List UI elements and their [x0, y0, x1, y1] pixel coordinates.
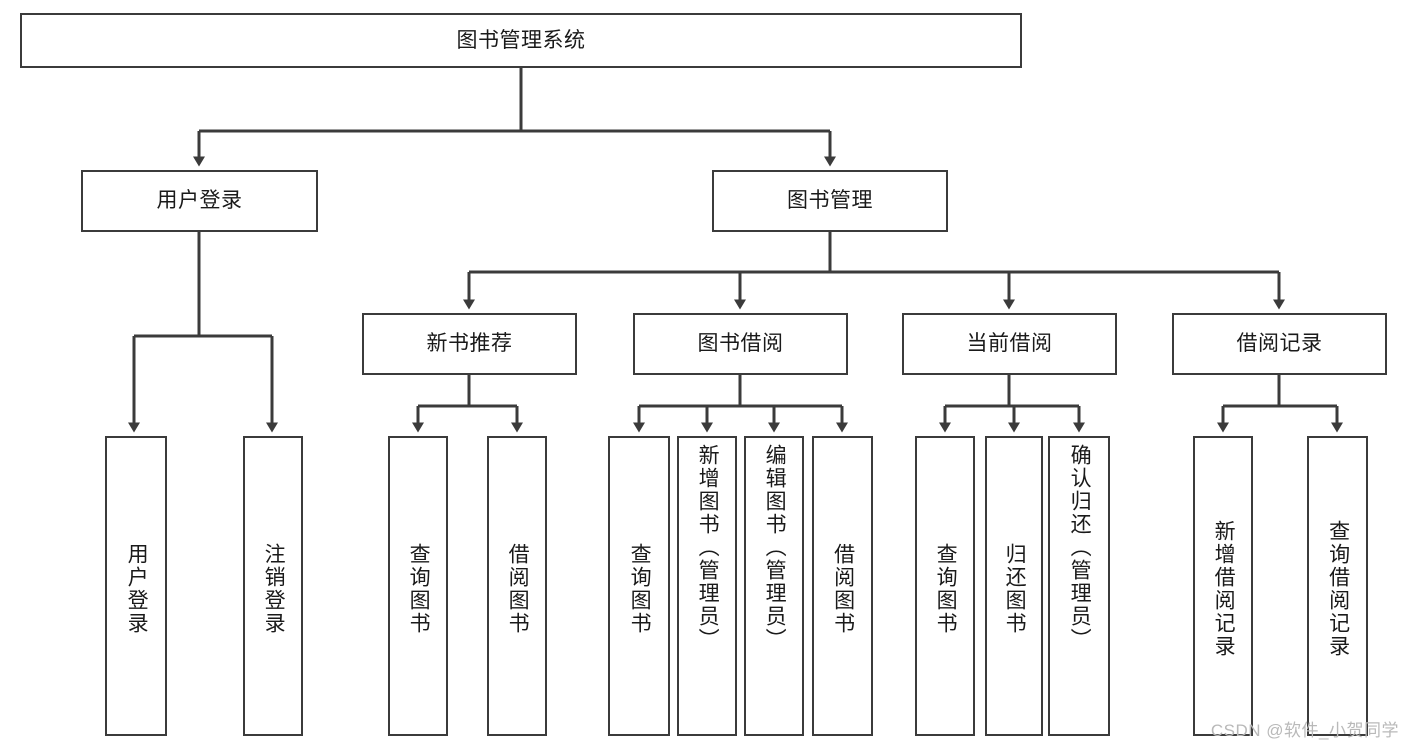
vertical-text-wrap: 查询图书: [931, 444, 959, 734]
vertical-text-wrap: 查询图书: [625, 444, 653, 734]
vertical-text-wrap: 借阅图书: [503, 444, 531, 734]
node-root-label: 图书管理系统: [456, 28, 586, 52]
node-leaf-query-book-current[interactable]: 查询图书: [915, 436, 975, 736]
vertical-text-wrap: 用户登录: [122, 444, 150, 734]
node-leaf-return-book-label: 归还图书: [1003, 543, 1027, 635]
node-leaf-edit-book-label: 编辑图书（管理员）: [763, 444, 787, 651]
node-leaf-borrow-book-rec-label: 借阅图书: [506, 543, 530, 635]
node-leaf-return-book[interactable]: 归还图书: [985, 436, 1043, 736]
node-new-book-rec-label: 新书推荐: [426, 332, 513, 356]
node-leaf-query-book-borrow[interactable]: 查询图书: [608, 436, 670, 736]
node-leaf-add-book[interactable]: 新增图书（管理员）: [677, 436, 737, 736]
vertical-text-wrap: 查询图书: [404, 444, 432, 734]
node-leaf-logout-label: 注销登录: [262, 543, 286, 635]
node-leaf-query-book-borrow-label: 查询图书: [628, 543, 652, 635]
node-leaf-user-login-label: 用户登录: [125, 543, 149, 635]
node-new-book-rec[interactable]: 新书推荐: [362, 313, 577, 375]
node-leaf-confirm-return-label: 确认归还（管理员）: [1068, 444, 1092, 651]
vertical-text-wrap: 归还图书: [1000, 444, 1028, 734]
node-book-manage-label: 图书管理: [787, 189, 873, 213]
node-leaf-query-record[interactable]: 查询借阅记录: [1307, 436, 1368, 736]
vertical-text-wrap: 注销登录: [259, 444, 287, 734]
node-current-borrow[interactable]: 当前借阅: [902, 313, 1117, 375]
node-leaf-query-book-current-label: 查询图书: [934, 543, 958, 635]
vertical-text-wrap: 确认归还（管理员）: [1065, 444, 1093, 734]
vertical-text-wrap: 借阅图书: [828, 444, 856, 734]
node-leaf-logout[interactable]: 注销登录: [243, 436, 303, 736]
node-leaf-borrow-book[interactable]: 借阅图书: [812, 436, 873, 736]
node-leaf-add-record[interactable]: 新增借阅记录: [1193, 436, 1253, 736]
csdn-watermark: CSDN @软件_小贺同学: [1210, 721, 1399, 740]
node-leaf-query-book-rec[interactable]: 查询图书: [388, 436, 448, 736]
node-borrow-record-label: 借阅记录: [1236, 332, 1323, 356]
node-leaf-add-record-label: 新增借阅记录: [1212, 520, 1236, 658]
node-leaf-add-book-label: 新增图书（管理员）: [696, 444, 720, 651]
vertical-text-wrap: 查询借阅记录: [1323, 444, 1351, 734]
node-leaf-confirm-return[interactable]: 确认归还（管理员）: [1048, 436, 1110, 736]
node-current-borrow-label: 当前借阅: [966, 332, 1053, 356]
node-leaf-edit-book[interactable]: 编辑图书（管理员）: [744, 436, 804, 736]
node-leaf-borrow-book-rec[interactable]: 借阅图书: [487, 436, 547, 736]
vertical-text-wrap: 编辑图书（管理员）: [760, 444, 788, 734]
node-leaf-query-book-rec-label: 查询图书: [407, 543, 431, 635]
node-book-borrow[interactable]: 图书借阅: [633, 313, 848, 375]
node-leaf-query-record-label: 查询借阅记录: [1326, 520, 1350, 658]
node-leaf-user-login[interactable]: 用户登录: [105, 436, 167, 736]
node-leaf-borrow-book-label: 借阅图书: [831, 543, 855, 635]
node-root[interactable]: 图书管理系统: [20, 13, 1022, 68]
vertical-text-wrap: 新增图书（管理员）: [693, 444, 721, 734]
node-book-borrow-label: 图书借阅: [697, 332, 784, 356]
vertical-text-wrap: 新增借阅记录: [1209, 444, 1237, 734]
node-user-login-label: 用户登录: [156, 189, 243, 213]
node-borrow-record[interactable]: 借阅记录: [1172, 313, 1387, 375]
node-user-login[interactable]: 用户登录: [81, 170, 318, 232]
node-book-manage[interactable]: 图书管理: [712, 170, 948, 232]
